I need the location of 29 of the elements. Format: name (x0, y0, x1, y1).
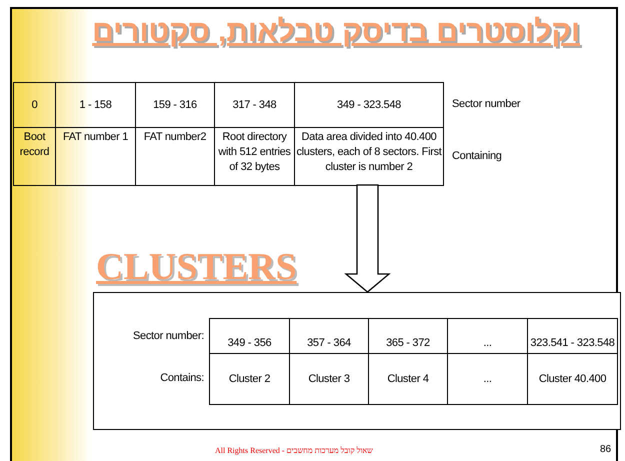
table-cell: 349 - 356 (210, 319, 290, 354)
table-cell: Cluster 40.400 (528, 354, 618, 405)
title: וקלוסטרים בדיסק טבלאות, סקטורים (91, 15, 580, 49)
table-cell: Root directory with 512 entries of 32 bytes (215, 128, 295, 186)
footer-text: All Rights Reserved - שאול קובל מערכות מחשבים (215, 446, 373, 455)
row-label: Sector number: (132, 330, 204, 342)
table-cell: FAT number 1 (56, 128, 136, 186)
heading: CLUSTERS (96, 245, 297, 289)
table-cell: 317 - 348 (215, 83, 295, 128)
block-arrow (344, 184, 391, 293)
table-cell: Cluster 2 (210, 354, 290, 405)
table-cell: Cluster 4 (369, 354, 448, 405)
page-number: 86 (600, 444, 612, 455)
table-cell: ... (448, 354, 528, 405)
row-label: Sector number (452, 98, 520, 110)
table-cell: 159 - 316 (136, 83, 215, 128)
row-label: Contains: (159, 372, 204, 384)
table-cell: Boot record (14, 128, 56, 186)
table-cell: 0 (14, 83, 56, 128)
table-cell: 365 - 372 (369, 319, 448, 354)
table-cell: 323.541 - 323.548 (528, 319, 618, 354)
table-cell: 357 - 364 (290, 319, 369, 354)
sector-table (13, 82, 444, 186)
clusters-box (93, 292, 621, 430)
table-cell: Cluster 3 (290, 354, 369, 405)
table-cell: FAT number2 (136, 128, 215, 186)
table-cell: ... (448, 319, 528, 354)
table-cell: 1 - 158 (56, 83, 136, 128)
table-cell: 349 - 323.548 (295, 83, 444, 128)
